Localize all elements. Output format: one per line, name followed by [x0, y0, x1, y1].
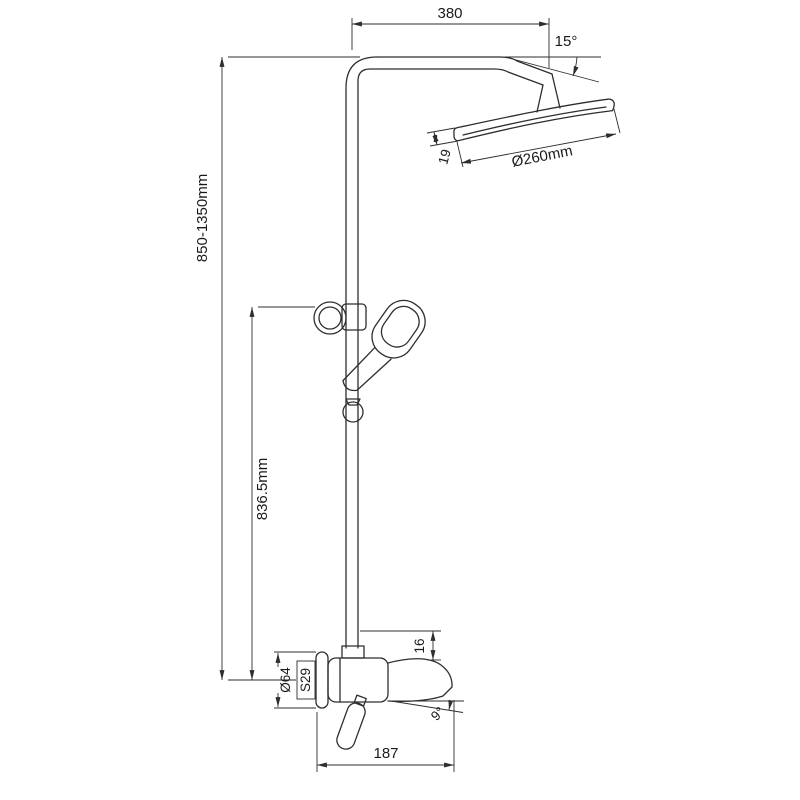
- label-square-size: S29: [296, 660, 316, 700]
- dim-base-depth: 187: [316, 700, 455, 772]
- dim-label-overall-height: 850-1350mm: [194, 174, 211, 262]
- rain-shower-head: [453, 98, 615, 142]
- dim-label-spout-angle: 9°: [428, 704, 448, 724]
- dim-overall-height: 850-1350mm: [194, 56, 360, 681]
- wall-flange: [315, 651, 329, 709]
- dim-label-head-angle: 15°: [555, 33, 578, 50]
- dim-label-head-thickness: 19: [435, 148, 453, 166]
- dim-label-square-size: S29: [298, 668, 313, 692]
- dim-spout-drop: 16: [360, 630, 441, 661]
- riser-pipe: [345, 56, 378, 649]
- dim-top-width: 380: [351, 5, 550, 68]
- dim-label-riser-height: 836.5mm: [254, 458, 271, 521]
- wall-bracket: [313, 301, 367, 335]
- dim-riser-height: 836.5mm: [249, 306, 315, 680]
- hand-shower: [342, 299, 426, 392]
- head-connector: [536, 73, 561, 113]
- slider-knob: [342, 398, 364, 423]
- dim-spout-angle: 9°: [390, 699, 464, 724]
- mixer-body: [327, 645, 389, 703]
- mixer-handle: [336, 694, 367, 750]
- bath-spout: [387, 658, 453, 702]
- dim-label-flange-diameter: Ø64: [278, 667, 293, 693]
- dim-flange-diameter: Ø64: [274, 651, 316, 709]
- dim-head-thickness: 19: [426, 127, 459, 166]
- dim-label-head-diameter: Ø260mm: [510, 142, 574, 170]
- dim-label-base-depth: 187: [373, 745, 398, 762]
- dim-label-top-width: 380: [437, 5, 462, 22]
- dim-label-spout-drop: 16: [412, 638, 427, 653]
- dim-head-angle: 15°: [504, 33, 601, 83]
- top-supply-arm: [369, 56, 553, 86]
